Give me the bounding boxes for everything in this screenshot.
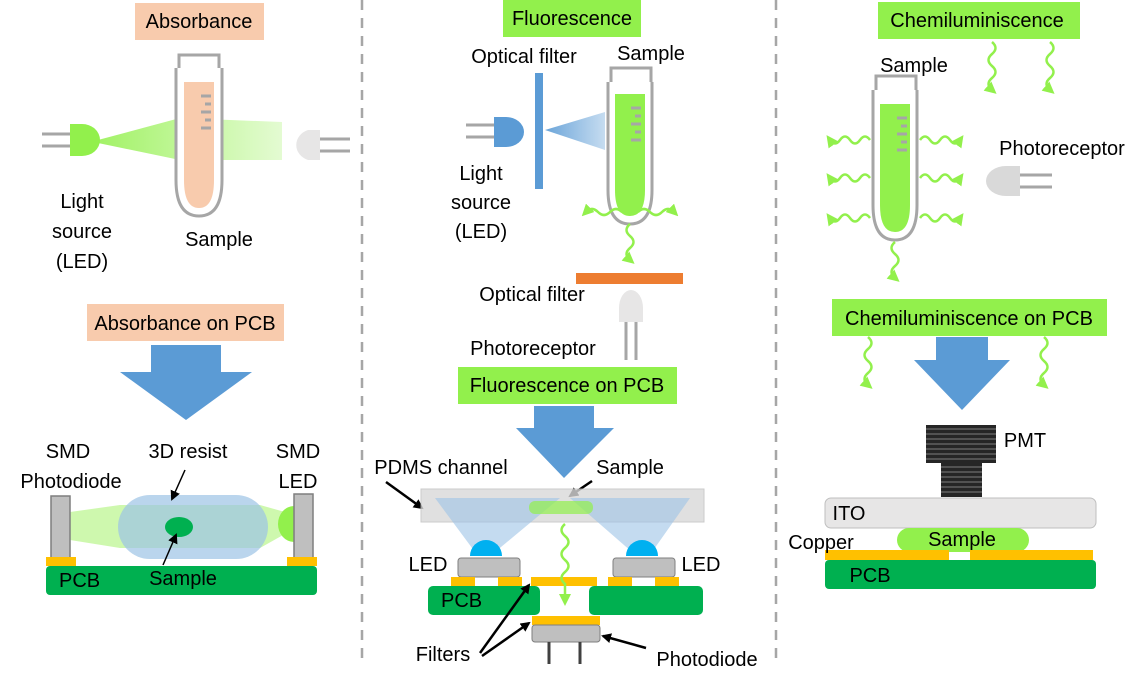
chemiluminescence-emission-waves bbox=[826, 135, 964, 282]
fluorescence-photoreceptor-icon bbox=[619, 290, 643, 360]
absorbance-panel: Absorbance Light source (LED) bbox=[42, 3, 350, 273]
led-right-label: LED bbox=[682, 554, 721, 576]
fluorescence-pcb-sample-icon bbox=[529, 501, 593, 514]
smd-photodiode-label-1: SMD bbox=[46, 441, 90, 463]
fluorescence-pcb-board-right bbox=[589, 586, 703, 615]
copper-pad-right bbox=[287, 557, 317, 566]
absorbance-pcb-label: PCB bbox=[59, 570, 100, 592]
chemiluminescence-pcb-label: PCB bbox=[849, 565, 890, 587]
fluorescence-tube-icon bbox=[606, 66, 654, 226]
filters-pointer-bottom bbox=[481, 621, 531, 658]
chemiluminescence-pcb-sample-icon bbox=[897, 528, 1029, 552]
smd-led-label-1: SMD bbox=[276, 441, 320, 463]
chemiluminescence-panel: Chemiluminiscence Sample bbox=[826, 2, 1125, 282]
fluorescence-photoreceptor-label: Photoreceptor bbox=[470, 338, 596, 360]
absorbance-sample-label: Sample bbox=[185, 229, 253, 251]
copper-pad-left bbox=[46, 557, 76, 566]
photodiode-icon bbox=[531, 624, 601, 643]
absorbance-title: Absorbance bbox=[146, 11, 253, 33]
smd-led-icon bbox=[278, 506, 294, 542]
fluorescence-pcb-emission-wave bbox=[559, 523, 571, 606]
chemiluminescence-pcb-title-box bbox=[832, 299, 1107, 336]
chemiluminescence-down-arrow-icon bbox=[914, 337, 1010, 410]
chemiluminescence-photoreceptor-label: Photoreceptor bbox=[999, 138, 1125, 160]
chemiluminescence-title-box bbox=[878, 2, 1080, 39]
sample-pointer bbox=[162, 533, 178, 566]
fluorescence-sample-label: Sample bbox=[617, 43, 685, 65]
chemiluminescence-pcb-panel: Chemiluminiscence on PCB PMT I bbox=[788, 299, 1107, 589]
fluorescence-led-label-3: (LED) bbox=[455, 221, 507, 243]
resist-pointer bbox=[170, 469, 186, 501]
fluorescence-pcb-label: PCB bbox=[441, 590, 482, 612]
absorbance-down-arrow-icon bbox=[120, 345, 252, 420]
copper-label: Copper bbox=[788, 532, 854, 554]
led-left-label: LED bbox=[409, 554, 448, 576]
fluorescence-led-label-2: source bbox=[451, 192, 511, 214]
filters-label: Filters bbox=[416, 644, 470, 666]
chemiluminescence-tube-icon bbox=[871, 74, 919, 242]
absorbance-pcb-sample-icon bbox=[165, 517, 193, 537]
pcb-ambient-waves bbox=[859, 336, 1049, 389]
ambient-light-waves bbox=[983, 41, 1055, 94]
copper-layer-right bbox=[970, 550, 1093, 560]
fluorescence-pcb-panel: Fluorescence on PCB PDMS channel Sample … bbox=[374, 367, 758, 671]
chemiluminescence-photoreceptor-icon bbox=[986, 166, 1052, 196]
absorbance-title-box bbox=[135, 3, 264, 40]
fluorescence-title: Fluorescence bbox=[512, 8, 632, 30]
photoreceptor-icon bbox=[296, 130, 350, 160]
chemiluminescence-title: Chemiluminiscence bbox=[890, 10, 1063, 32]
fluorescence-pcb-sample-label: Sample bbox=[596, 457, 664, 479]
absorbance-led-label-3: (LED) bbox=[56, 251, 108, 273]
resist-label: 3D resist bbox=[149, 441, 228, 463]
absorbance-pcb-title: Absorbance on PCB bbox=[94, 313, 275, 335]
led-right-icon bbox=[608, 540, 679, 586]
optical-filter-bottom-label: Optical filter bbox=[479, 284, 585, 306]
chemiluminescence-sample-label: Sample bbox=[880, 55, 948, 77]
fluorescence-beam bbox=[545, 112, 605, 150]
photodiode-pointer bbox=[601, 633, 647, 650]
pmt-label: PMT bbox=[1004, 430, 1046, 452]
absorbance-pcb-title-box bbox=[87, 304, 284, 341]
led-beam-right bbox=[570, 498, 690, 552]
fluorescence-panel: Fluorescence Optical filter Sample bbox=[451, 0, 685, 360]
photodiode-label: Photodiode bbox=[656, 649, 757, 671]
filter-bottom bbox=[532, 616, 600, 625]
smd-photodiode-label-2: Photodiode bbox=[20, 471, 121, 493]
copper-layer-left bbox=[825, 550, 949, 560]
smd-led-body bbox=[293, 493, 314, 559]
led-beam-left bbox=[435, 498, 560, 552]
fluorescence-pcb-title-box bbox=[458, 367, 677, 404]
absorbance-pcb-board bbox=[46, 566, 317, 595]
chemiluminescence-pcb-title: Chemiluminiscence on PCB bbox=[845, 308, 1093, 330]
smd-led-label-2: LED bbox=[279, 471, 318, 493]
filters-pointer-top bbox=[478, 583, 531, 654]
pdms-pointer bbox=[385, 480, 424, 510]
chemiluminescence-pcb-sample-label: Sample bbox=[928, 529, 996, 551]
absorbance-led-label-1: Light bbox=[60, 191, 104, 213]
pmt-icon bbox=[926, 425, 996, 497]
light-source-led-icon bbox=[42, 124, 100, 156]
fluorescence-emission-waves bbox=[581, 203, 679, 264]
ito-label: ITO bbox=[833, 503, 866, 525]
chemiluminescence-pcb-board bbox=[825, 560, 1096, 589]
fluorescence-title-box bbox=[503, 0, 641, 37]
optical-filter-horizontal bbox=[576, 273, 683, 284]
fluorescence-led-label-1: Light bbox=[459, 163, 503, 185]
absorbance-pcb-sample-label: Sample bbox=[149, 568, 217, 590]
led-left-icon bbox=[451, 540, 522, 586]
sample-tube-icon bbox=[174, 53, 224, 218]
pdms-label: PDMS channel bbox=[374, 457, 507, 479]
smd-photodiode-icon bbox=[50, 495, 71, 559]
fluorescence-led-icon bbox=[466, 117, 524, 147]
fluorescence-pcb-title: Fluorescence on PCB bbox=[470, 375, 665, 397]
optical-filter-top-label: Optical filter bbox=[471, 46, 577, 68]
fluorescence-down-arrow-icon bbox=[516, 406, 614, 478]
absorbance-led-label-2: source bbox=[52, 221, 112, 243]
optical-filter-vertical bbox=[535, 73, 543, 189]
absorbance-pcb-panel: Absorbance on PCB SMD Photodiode 3D resi… bbox=[20, 304, 320, 595]
ito-layer bbox=[824, 497, 1097, 529]
